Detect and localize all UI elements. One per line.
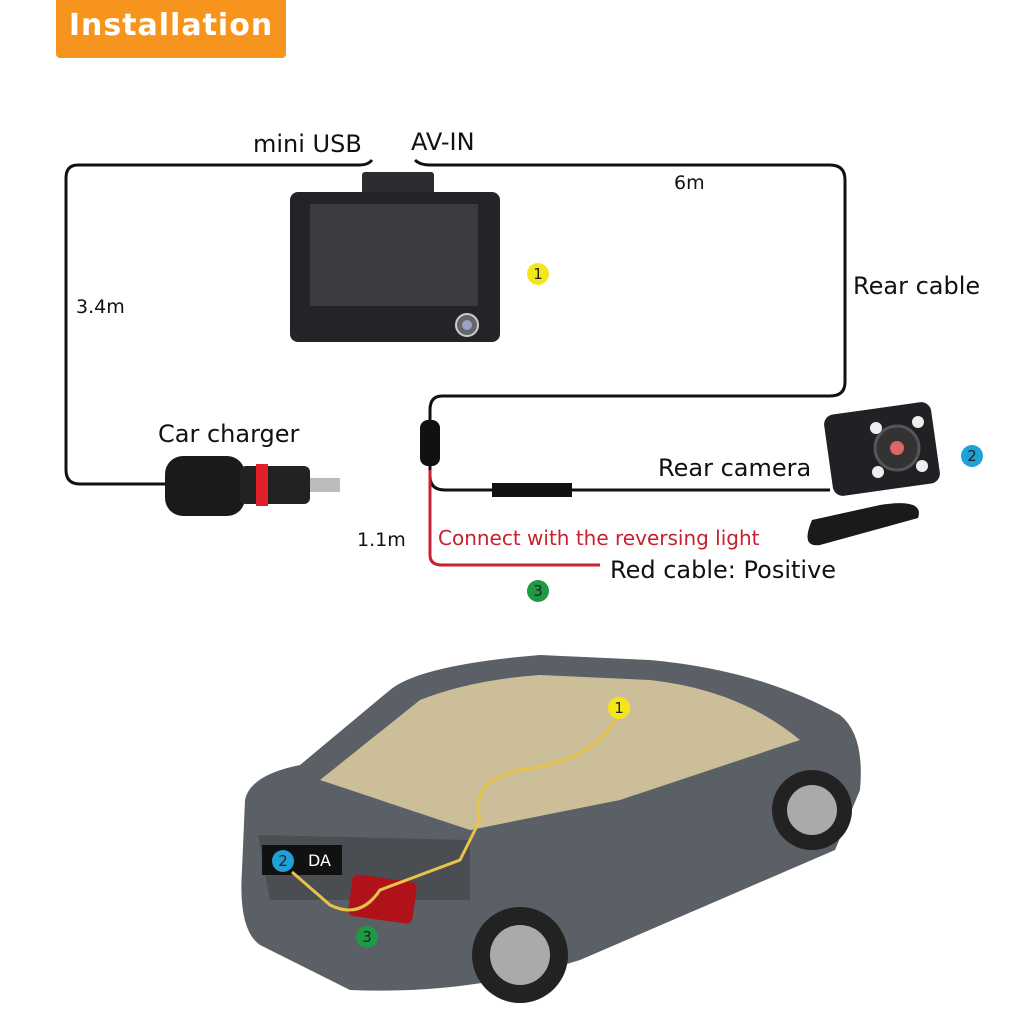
car-illustration: DA <box>241 655 861 1003</box>
rear-camera-label: Rear camera <box>658 454 812 482</box>
wiring-path <box>291 709 622 912</box>
mini-usb-label: mini USB <box>253 130 362 158</box>
marker-2-camera: 2 <box>961 445 983 467</box>
car-marker-2: 2 <box>272 850 294 872</box>
marker-3-red-cable: 3 <box>527 580 549 602</box>
reversing-light-note: Connect with the reversing light <box>438 526 760 550</box>
rear-camera-device <box>807 402 940 546</box>
red-positive-cable <box>428 470 600 567</box>
av-in-label: AV-IN <box>411 128 475 156</box>
charger-cable <box>64 159 374 486</box>
car-charger-label: Car charger <box>158 420 300 448</box>
cable-length-6m: 6m <box>674 172 705 194</box>
car-marker-3: 3 <box>356 926 378 948</box>
cable-connector <box>420 420 440 466</box>
cable-length-3-4m: 3.4m <box>76 296 125 318</box>
car-charger-device <box>165 456 340 516</box>
marker-1-dashcam: 1 <box>527 263 549 285</box>
dashcam-device <box>290 172 500 342</box>
car-marker-1: 1 <box>608 697 630 719</box>
rear-cable-label: Rear cable <box>853 272 981 300</box>
cable-length-1-1m: 1.1m <box>357 529 406 551</box>
red-cable-label: Red cable: Positive <box>610 556 837 584</box>
camera-connector <box>492 483 572 497</box>
installation-banner: Installation <box>56 0 286 58</box>
license-plate-text: DA <box>308 851 331 870</box>
